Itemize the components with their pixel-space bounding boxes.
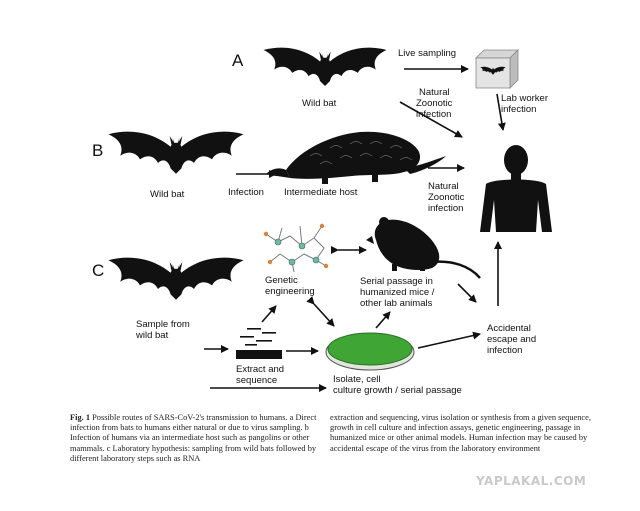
natural-zoonotic-a-1: Natural bbox=[419, 87, 450, 98]
arrow-extract-to-genetic bbox=[261, 305, 277, 323]
sequencing-bands-icon bbox=[236, 328, 282, 359]
panel-a-letter: A bbox=[232, 51, 244, 70]
accidental-label-1: Accidental bbox=[487, 323, 531, 334]
isolate-label-1: Isolate, cell bbox=[333, 374, 381, 385]
watermark-logo: YAPLAKAL.COM bbox=[476, 474, 587, 488]
human-icon bbox=[480, 145, 552, 232]
molecule-icon bbox=[263, 223, 329, 273]
figure-caption-right: extraction and sequencing, virus isolati… bbox=[330, 413, 605, 454]
arrow-genetic-dish bbox=[306, 296, 335, 327]
lab-worker-label-2: infection bbox=[501, 104, 536, 115]
wild-bat-b-icon bbox=[108, 131, 244, 174]
arrow-dish-to-mouse bbox=[375, 311, 391, 329]
figure-caption-left: Fig. 1 Possible routes of SARS-CoV-2's t… bbox=[70, 413, 332, 464]
genetic-label-1: Genetic bbox=[265, 275, 298, 286]
extract-label-1: Extract and bbox=[236, 364, 284, 375]
petri-dish-icon bbox=[325, 332, 415, 371]
natural-zoonotic-b-3: infection bbox=[428, 203, 463, 214]
lab-worker-label-1: Lab worker bbox=[501, 93, 548, 104]
natural-zoonotic-b-2: Zoonotic bbox=[428, 192, 465, 203]
panel-c-letter: C bbox=[92, 261, 104, 280]
arrow-natural-a bbox=[399, 101, 463, 138]
arrow-mouse-to-escape bbox=[457, 283, 477, 303]
lab-cage-icon bbox=[475, 49, 519, 89]
mouse-icon bbox=[366, 217, 481, 279]
arrow-lab-to-human bbox=[496, 93, 506, 131]
caption-left-text: Possible routes of SARS-CoV-2's transmis… bbox=[70, 413, 317, 463]
caption-right-text: extraction and sequencing, virus isolati… bbox=[330, 413, 591, 453]
natural-zoonotic-a-2: Zoonotic bbox=[416, 98, 453, 109]
isolate-label-2: culture growth / serial passage bbox=[333, 385, 462, 396]
sample-label-1: Sample from bbox=[136, 319, 190, 330]
wild-bat-a-icon bbox=[263, 47, 387, 87]
panel-b-letter: B bbox=[92, 141, 103, 160]
natural-zoonotic-b-1: Natural bbox=[428, 181, 459, 192]
extract-label-2: sequence bbox=[236, 375, 277, 386]
pangolin-icon bbox=[266, 131, 446, 184]
serial-label-1: Serial passage in bbox=[360, 276, 433, 287]
intermediate-host-label: Intermediate host bbox=[284, 187, 358, 198]
serial-label-2: humanized mice / bbox=[360, 287, 435, 298]
genetic-label-2: engineering bbox=[265, 286, 315, 297]
live-sampling-label: Live sampling bbox=[398, 48, 456, 59]
accidental-label-3: infection bbox=[487, 345, 522, 356]
wild-bat-a-label: Wild bat bbox=[302, 98, 337, 109]
fig-label: Fig. 1 bbox=[70, 413, 91, 422]
arrow-dish-to-escape bbox=[417, 331, 481, 349]
accidental-label-2: escape and bbox=[487, 334, 536, 345]
wild-bat-b-label: Wild bat bbox=[150, 189, 185, 200]
natural-zoonotic-a-3: infection bbox=[416, 109, 451, 120]
serial-label-3: other lab animals bbox=[360, 298, 433, 309]
sample-label-2: wild bat bbox=[135, 330, 169, 341]
infection-label: Infection bbox=[228, 187, 264, 198]
wild-bat-c-icon bbox=[108, 257, 244, 300]
